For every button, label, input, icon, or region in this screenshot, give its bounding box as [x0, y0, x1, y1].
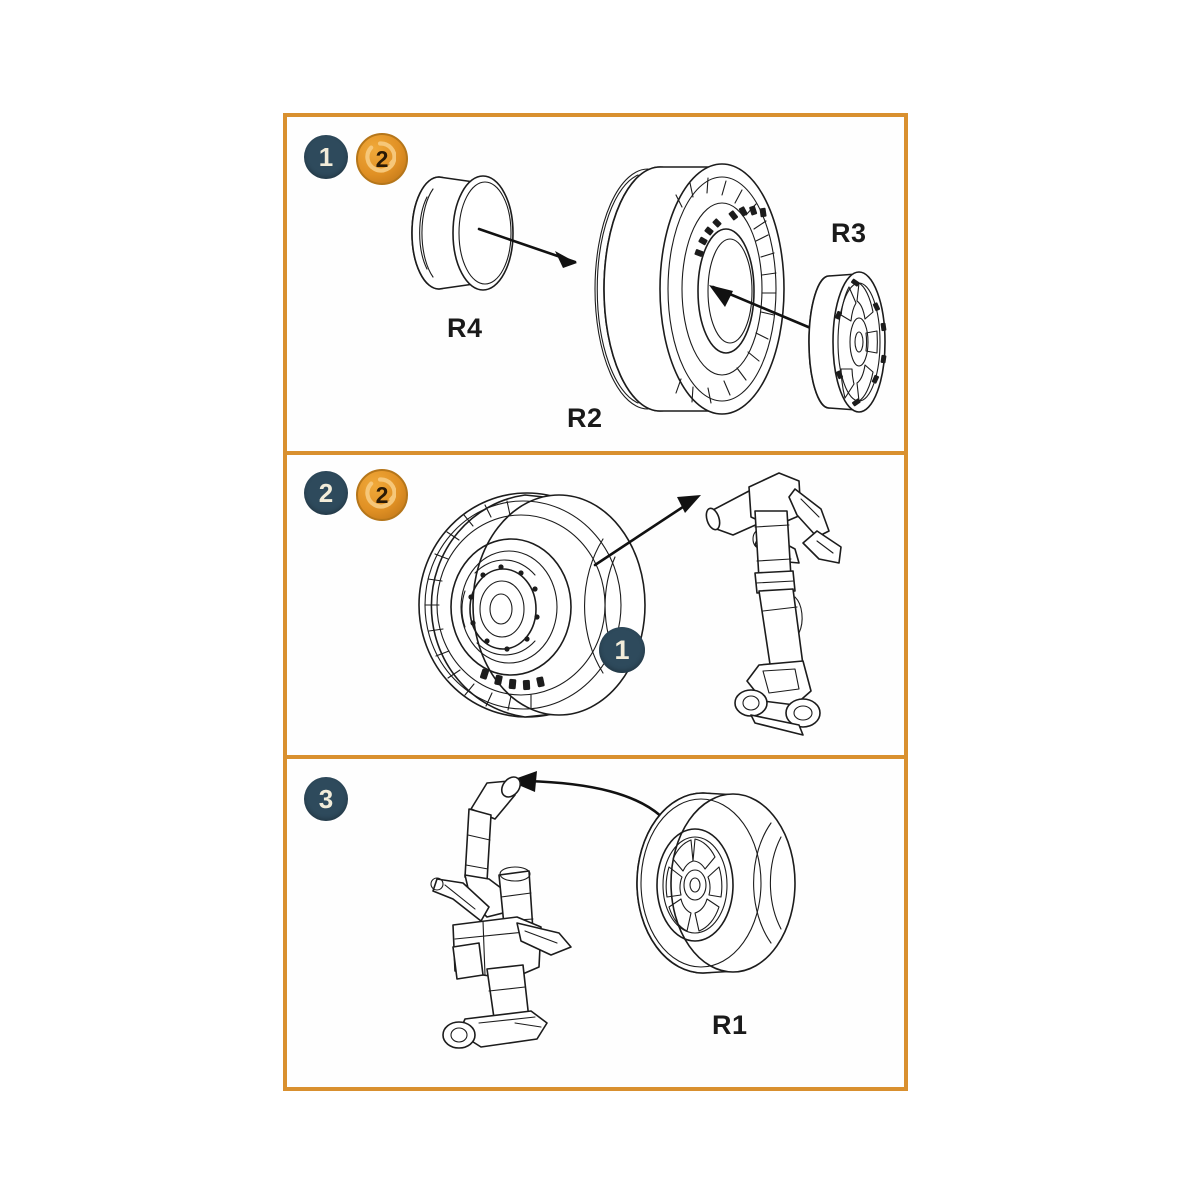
assembly-arrow-wheel-to-strut	[587, 483, 717, 573]
panel-step-1: 1 2	[287, 117, 904, 455]
panel-step-3: 3	[287, 759, 904, 1091]
circular-arrow-icon	[365, 477, 396, 509]
part-label-r2: R2	[567, 403, 603, 433]
callout-badge-1: 1	[599, 627, 645, 673]
part-label-r1: R1	[712, 1010, 748, 1040]
step-badge-3-label: 3	[318, 783, 334, 814]
step-badge-2-label: 2	[318, 477, 334, 508]
instruction-frame: 1 2	[283, 113, 908, 1091]
callout-badge-1-label: 1	[614, 634, 630, 665]
step-badge-1: 1	[304, 135, 348, 179]
rotate-badge-1: 2	[356, 133, 408, 185]
panel-step-2: 2 2	[287, 455, 904, 759]
part-label-r3: R3	[831, 218, 867, 248]
assembly-arrow-r4-to-r2	[477, 225, 602, 280]
rotate-badge-2-label: 2	[375, 481, 389, 508]
main-gear-strut-artwork	[699, 465, 859, 747]
step-badge-1-label: 1	[318, 141, 334, 172]
part-r4-artwork	[397, 165, 547, 300]
part-r3-artwork	[799, 257, 914, 427]
rotate-badge-1-label: 2	[375, 145, 389, 172]
rotate-badge-2: 2	[356, 469, 408, 521]
tail-gear-assembly-artwork	[425, 771, 605, 1061]
step-badge-2: 2	[304, 471, 348, 515]
step-badge-3: 3	[304, 777, 348, 821]
circular-arrow-icon	[365, 141, 396, 173]
part-label-r4: R4	[447, 313, 483, 343]
part-r1-artwork	[621, 785, 821, 985]
assembly-arrow-r3-to-r2	[687, 277, 817, 337]
